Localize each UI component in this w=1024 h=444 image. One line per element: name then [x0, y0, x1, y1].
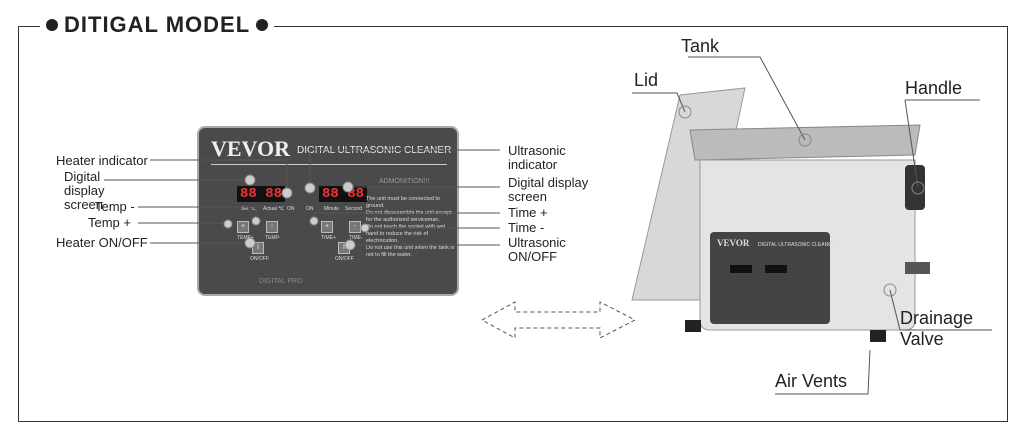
- warning-text: The unit must be connected to ground.: [366, 196, 440, 209]
- admonition-heading: ADMONITION!!!: [379, 178, 430, 185]
- label-heater-indicator: Heater indicator: [56, 153, 148, 168]
- brand-logo: VEVOR: [211, 136, 291, 161]
- ultrasonic-on-label: ON: [306, 206, 314, 212]
- label-temp-plus: Temp +: [88, 215, 131, 230]
- label-drainage-valve: Drainage Valve: [900, 308, 974, 349]
- heater-on-label: ON: [287, 206, 295, 212]
- temp-minus-button[interactable]: -: [266, 221, 278, 233]
- label-ultrasonic-onoff: Ultrasonic ON/OFF: [508, 235, 566, 264]
- divider: [211, 164, 447, 165]
- set-label: Set ℃: [241, 206, 256, 212]
- label-temp-minus: Temp -: [95, 199, 135, 214]
- title-text: DITIGAL MODEL: [64, 12, 251, 37]
- second-label: Second: [345, 206, 362, 212]
- product-brand: VEVOR: [717, 238, 750, 248]
- time-display: 88 88: [319, 186, 368, 202]
- time-plus-button[interactable]: +: [321, 221, 333, 233]
- time-minus-button[interactable]: -: [349, 221, 361, 233]
- label-heater-onoff: Heater ON/OFF: [56, 235, 148, 250]
- label-digital-display-right: Digital display screen: [508, 175, 589, 204]
- diagram-frame: [18, 26, 1008, 422]
- ultrasonic-onoff-label: ON/OFF: [335, 256, 354, 262]
- product-subtitle: DIGITAL ULTRASONIC CLEANER: [758, 242, 836, 248]
- ultrasonic-cleaner-image: [631, 87, 930, 342]
- temp-minus-label: TEMP-: [265, 235, 281, 241]
- heater-onoff-label: ON/OFF: [250, 256, 269, 262]
- label-air-vents: Air Vents: [775, 371, 848, 391]
- label-lid: Lid: [634, 70, 659, 90]
- temp-display: 88 88: [237, 186, 286, 202]
- minute-label: Minute: [324, 206, 340, 212]
- warning-text: Do not use this unit when the tank is no…: [366, 245, 455, 258]
- panel-footer: DIGITAL PRO: [259, 278, 303, 285]
- label-time-plus: Time +: [508, 205, 548, 220]
- bullet-icon: [46, 19, 58, 31]
- temp-plus-label: TEMP+: [237, 235, 254, 241]
- label-digital-display-left: Digital display screen: [64, 169, 105, 212]
- temp-plus-button[interactable]: +: [237, 221, 249, 233]
- label-handle: Handle: [905, 78, 963, 98]
- double-arrow-icon: [480, 301, 637, 339]
- warning-text: Do not touch the socket with wet hand to…: [366, 224, 446, 244]
- section-title: DITIGAL MODEL: [40, 12, 275, 38]
- label-tank: Tank: [681, 36, 720, 56]
- time-minus-label: TIME-: [349, 235, 363, 241]
- label-time-minus: Time -: [508, 220, 545, 235]
- bullet-icon: [256, 19, 269, 31]
- time-plus-label: TIME+: [321, 235, 336, 241]
- label-ultrasonic-indicator: Ultrasonic indicator: [508, 143, 566, 172]
- actual-label: Actual ℃: [263, 206, 284, 212]
